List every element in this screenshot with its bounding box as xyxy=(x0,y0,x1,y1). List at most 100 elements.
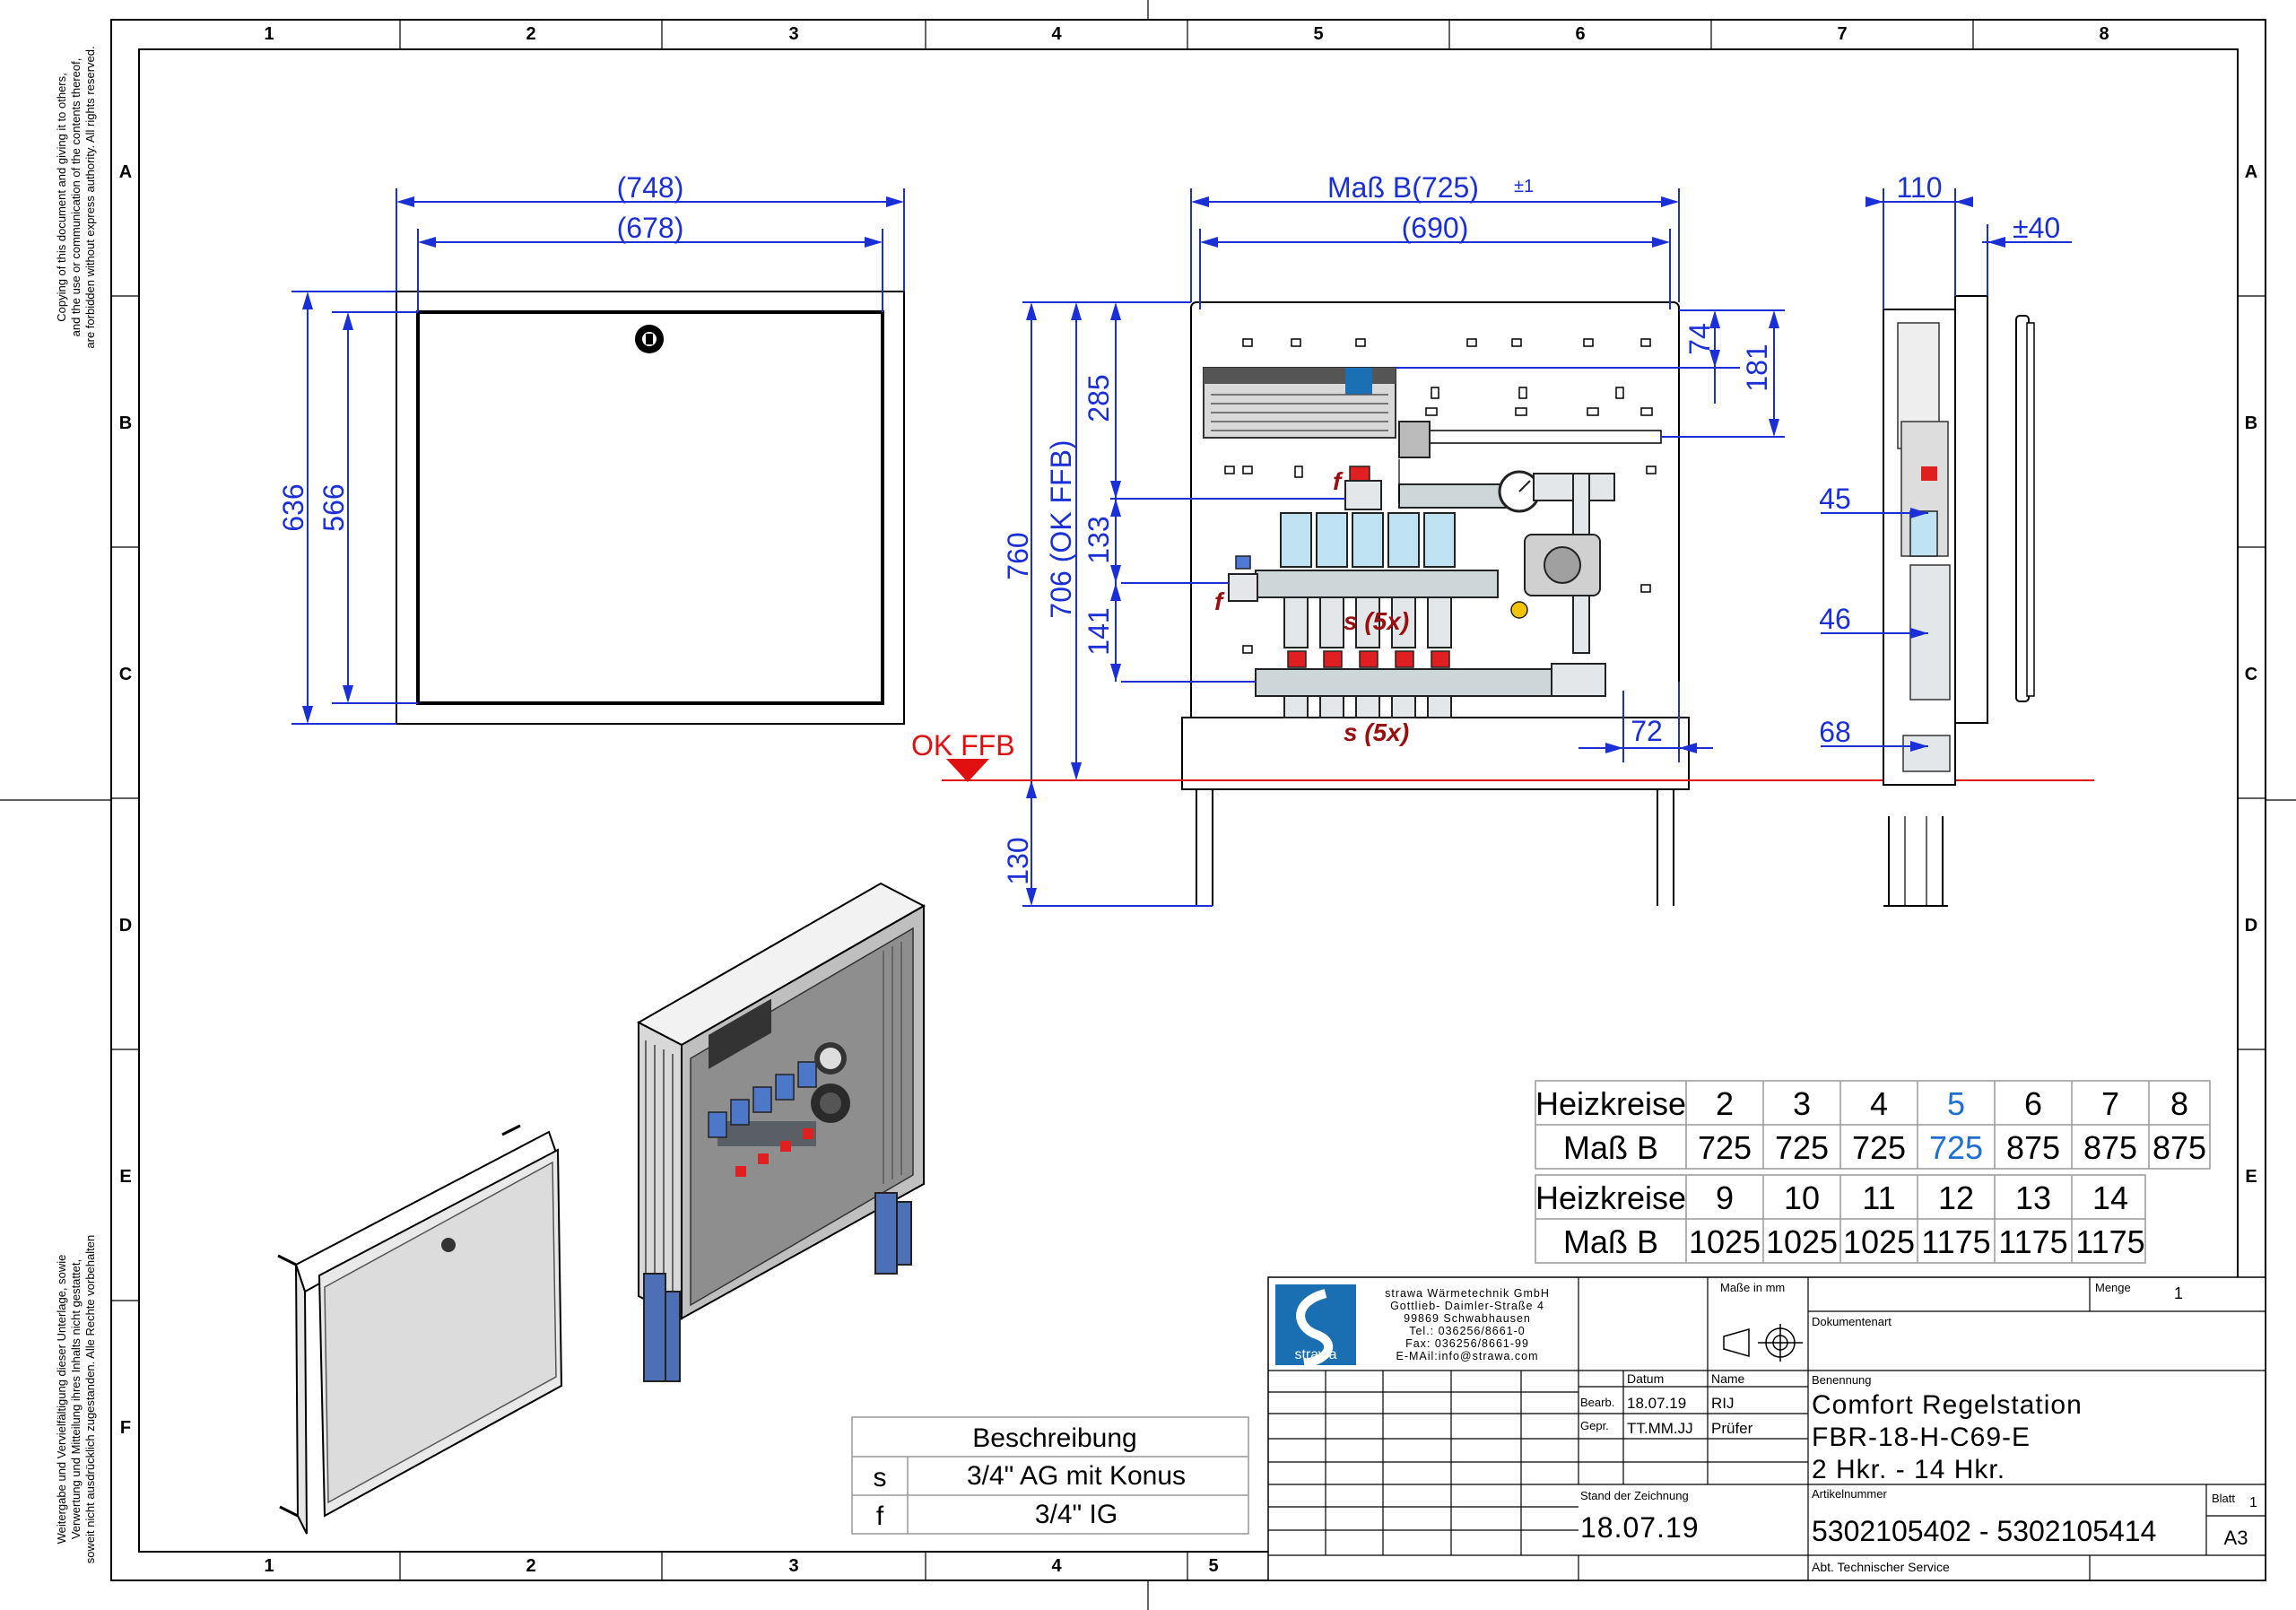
dim-68: 68 xyxy=(1819,716,1851,748)
zone-col-label-2: 2 xyxy=(526,24,535,44)
company-line-3: 99869 Schwabhausen xyxy=(1404,1312,1531,1325)
dim-760: 760 xyxy=(1002,532,1034,579)
heizkreise-value: 2 xyxy=(1716,1085,1734,1122)
menge-label: Menge xyxy=(2095,1281,2131,1294)
mass-b-value: 1175 xyxy=(1921,1223,1990,1260)
dim-706-ok-ffb: 706 (OK FFB) xyxy=(1045,439,1077,618)
mass-b-value: 1025 xyxy=(1843,1223,1915,1260)
ok-ffb-marker xyxy=(946,759,989,782)
artikel-value: 5302105402 - 5302105414 xyxy=(1812,1515,2156,1547)
heizkreise-value: 8 xyxy=(2170,1085,2188,1122)
label-s-upper: s (5x) xyxy=(1344,607,1409,635)
zone-col-label-bottom-2: 2 xyxy=(526,1556,535,1576)
zone-col-label-bottom-4: 4 xyxy=(1051,1556,1062,1576)
mass-b-value: 875 xyxy=(2006,1129,2060,1166)
front-view-cover: (748) (678) 636 566 xyxy=(277,171,905,725)
heizkreise-label-2: Heizkreise xyxy=(1535,1179,1686,1216)
beschreibung-value-f: 3/4" IG xyxy=(1035,1500,1118,1529)
mass-b-value: 725 xyxy=(1698,1129,1752,1166)
zone-row-label-right-A: A xyxy=(2245,162,2257,182)
mass-b-value: 1175 xyxy=(1998,1223,2067,1260)
mass-b-value: 725 xyxy=(1852,1129,1906,1166)
logo-text: strawa xyxy=(1294,1347,1336,1362)
dim-inner-height: 566 xyxy=(317,483,350,531)
zone-row-label-left-F: F xyxy=(120,1418,131,1438)
zone-col-label-8: 8 xyxy=(2099,24,2109,44)
zone-col-label-6: 6 xyxy=(1575,24,1585,44)
copyright-en-line-1: Copying of this document and giving it t… xyxy=(55,73,68,322)
datum-label: Datum xyxy=(1627,1371,1664,1386)
dim-74: 74 xyxy=(1683,323,1716,355)
mass-b-value: 1025 xyxy=(1766,1223,1838,1260)
company-line-6: E-MAil:info@strawa.com xyxy=(1396,1350,1538,1362)
flow-meters xyxy=(1280,512,1456,568)
dim-133: 133 xyxy=(1083,516,1115,563)
format-value: A3 xyxy=(2224,1527,2248,1549)
zone-row-label-right-D: D xyxy=(2245,916,2257,936)
artikel-label: Artikelnummer xyxy=(1812,1487,1887,1501)
dim-outer-width: (748) xyxy=(617,171,684,204)
zone-col-label-bottom-3: 3 xyxy=(788,1556,798,1576)
isometric-station xyxy=(636,882,926,1382)
dim-141: 141 xyxy=(1083,607,1115,655)
zone-row-label-left-E: E xyxy=(119,1167,131,1187)
bearb-name: RIJ xyxy=(1711,1395,1735,1412)
isometric-cover xyxy=(277,1124,563,1535)
zone-col-label-1: 1 xyxy=(264,24,274,44)
beschreibung-key-f: f xyxy=(876,1501,884,1531)
heizkreise-value: 7 xyxy=(2101,1085,2119,1122)
dim-plus-minus-40: ±40 xyxy=(2013,212,2060,244)
zone-grid xyxy=(111,20,2266,1580)
dokumentenart-label: Dokumentenart xyxy=(1812,1315,1892,1328)
mass-b-label-1: Maß B xyxy=(1563,1129,1658,1166)
name-label: Name xyxy=(1711,1371,1745,1386)
heizkreise-value: 12 xyxy=(1938,1179,1974,1216)
company-line-2: Gottlieb- Daimler-Straße 4 xyxy=(1390,1300,1544,1312)
mass-b-value: 725 xyxy=(1775,1129,1829,1166)
dim-tolerance: ±1 xyxy=(1514,177,1534,196)
gepr-label: Gepr. xyxy=(1580,1419,1609,1432)
blatt-label: Blatt xyxy=(2212,1492,2235,1505)
zone-col-label-4: 4 xyxy=(1051,24,1062,44)
station-side-view: 110 ±40 45 46 68 xyxy=(1819,171,2072,907)
label-s-lower: s (5x) xyxy=(1344,718,1409,746)
zone-row-label-left-B: B xyxy=(119,413,132,433)
zone-col-label-3: 3 xyxy=(788,24,798,44)
mass-b-value: 1025 xyxy=(1689,1223,1761,1260)
masse-in-mm: Maße in mm xyxy=(1720,1281,1785,1294)
heizkreise-value: 11 xyxy=(1862,1179,1895,1216)
copyright-notice-de: Weitergabe und Vervielfältigung dieser U… xyxy=(55,1235,97,1563)
dim-110: 110 xyxy=(1896,171,1942,204)
company-address: strawa Wärmetechnik GmbH Gottlieb- Daiml… xyxy=(1385,1287,1550,1362)
dim-181: 181 xyxy=(1741,344,1773,391)
stand-value: 18.07.19 xyxy=(1580,1511,1700,1544)
benennung-line-3: 2 Hkr. - 14 Hkr. xyxy=(1812,1455,2005,1484)
company-line-1: strawa Wärmetechnik GmbH xyxy=(1385,1287,1550,1300)
copyright-de-line-1: Weitergabe und Vervielfältigung dieser U… xyxy=(55,1255,68,1545)
menge-value: 1 xyxy=(2174,1284,2183,1302)
bearb-label: Bearb. xyxy=(1580,1396,1614,1409)
projection-symbol-icon xyxy=(1723,1324,1803,1362)
dim-inner-width: (678) xyxy=(617,212,684,244)
heizkreise-value: 6 xyxy=(2024,1085,2042,1122)
zone-col-label-7: 7 xyxy=(1837,24,1847,44)
benennung-label: Benennung xyxy=(1812,1373,1872,1387)
copyright-de-line-2: Verwertung und Mitteilung ihres Inhalts … xyxy=(69,1259,83,1539)
benennung-line-1: Comfort Regelstation xyxy=(1812,1390,2083,1420)
copyright-de-line-3: soweit nicht ausdrücklich zugestanden. A… xyxy=(83,1235,97,1563)
inner-border xyxy=(138,48,2239,1553)
heizkreise-label-1: Heizkreise xyxy=(1535,1085,1686,1122)
mass-b-value: 1175 xyxy=(2075,1223,2144,1260)
copyright-notice-en: Copying of this document and giving it t… xyxy=(55,46,97,348)
heizkreise-value: 13 xyxy=(2015,1179,2051,1216)
beschreibung-value-s: 3/4" AG mit Konus xyxy=(967,1461,1186,1491)
station-front-view: f f s (5x) s (5x) Maß B(725) ±1 (690) 76… xyxy=(911,171,2094,907)
heizkreise-value: 14 xyxy=(2092,1179,2128,1216)
